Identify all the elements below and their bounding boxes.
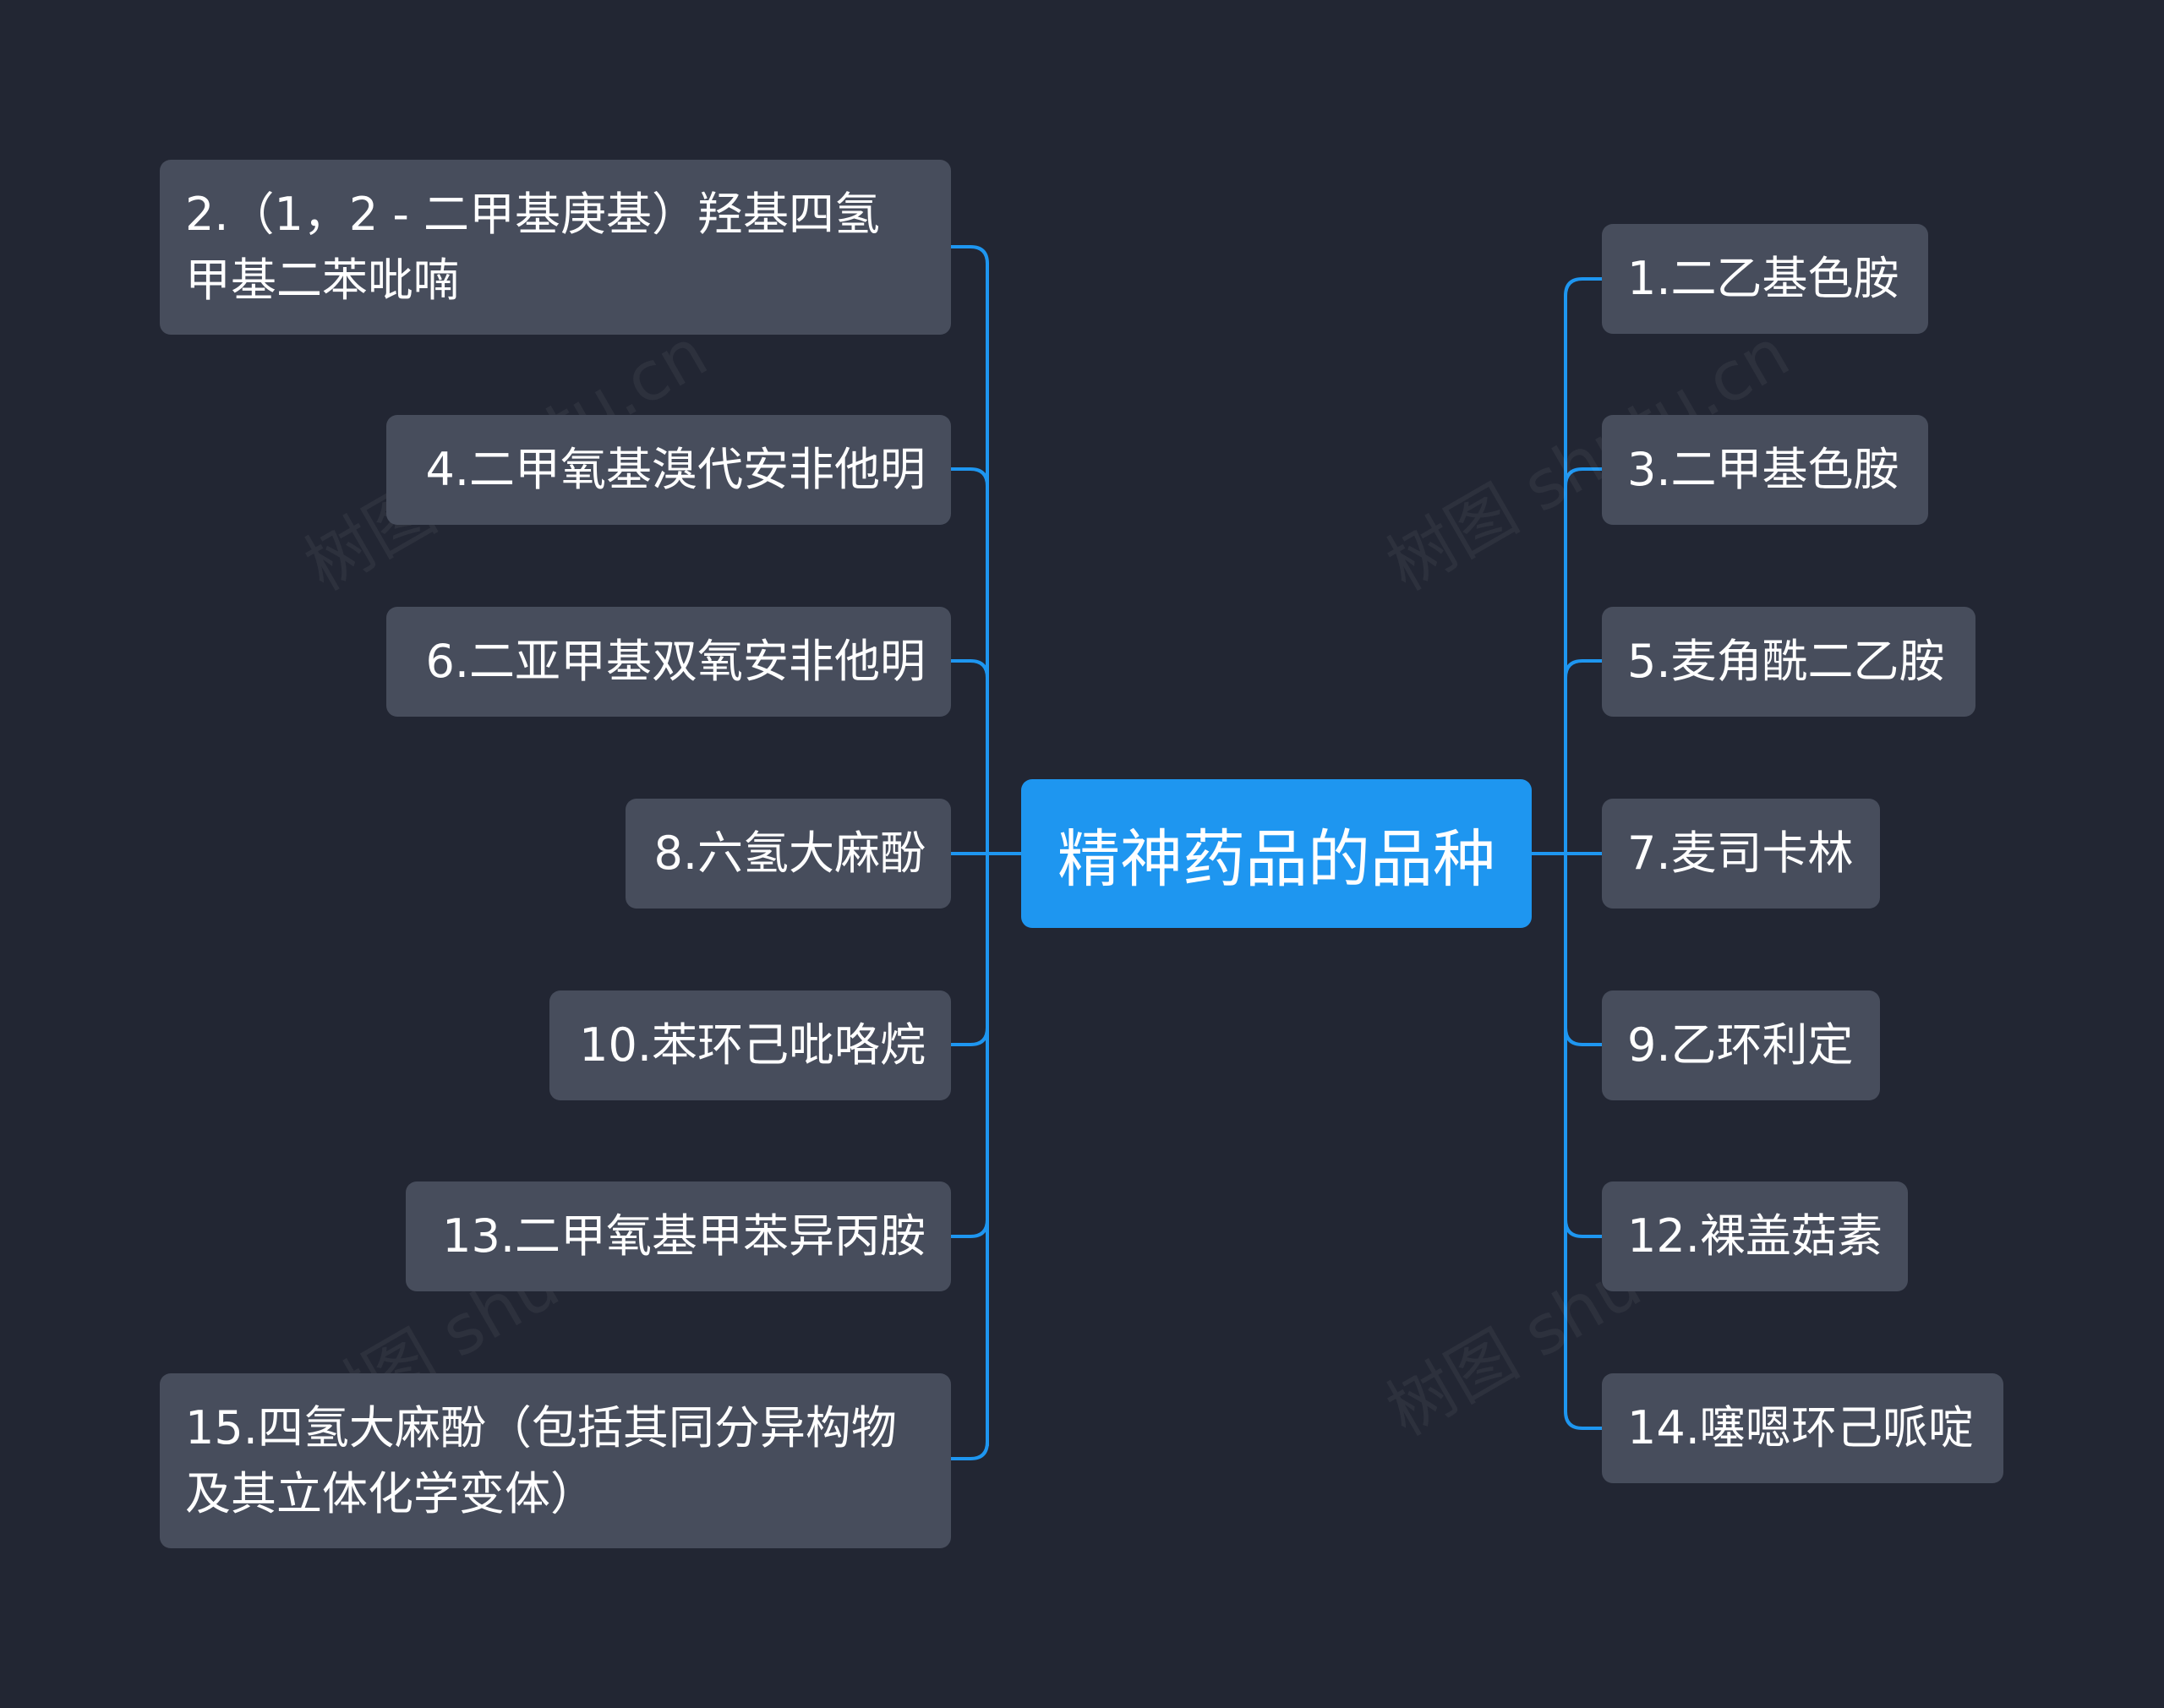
branch-node-right[interactable]: 1.二乙基色胺 <box>1602 224 1928 334</box>
connector-left-3 <box>949 659 989 679</box>
branch-node-left[interactable]: 15.四氢大麻酚（包括其同分异构物及其立体化学变体） <box>160 1373 951 1548</box>
branch-node-right[interactable]: 5.麦角酰二乙胺 <box>1602 607 1975 717</box>
branch-node-label: 7.麦司卡林 <box>1627 827 1854 880</box>
connector-right-1 <box>1564 277 1604 297</box>
branch-node-label: 3.二甲基色胺 <box>1627 443 1899 496</box>
branch-node-label: 4.二甲氧基溴代安非他明 <box>425 443 926 496</box>
branch-node-label: 1.二乙基色胺 <box>1627 252 1899 305</box>
connector-left-2 <box>949 467 989 488</box>
branch-node-right[interactable]: 14.噻嗯环己哌啶 <box>1602 1373 2003 1483</box>
connector-left-1 <box>949 245 989 265</box>
branch-node-label: 2.（1，2 - 二甲基庚基）羟基四氢甲基二苯吡喃 <box>185 187 881 307</box>
branch-node-right[interactable]: 12.裸盖菇素 <box>1602 1181 1908 1291</box>
connector-left-7 <box>949 1440 989 1460</box>
connector-right-2 <box>1564 467 1604 488</box>
branch-node-right[interactable]: 3.二甲基色胺 <box>1602 415 1928 525</box>
branch-node-left[interactable]: 8.六氢大麻酚 <box>626 799 951 909</box>
branch-node-label: 6.二亚甲基双氧安非他明 <box>425 635 926 688</box>
branch-node-left[interactable]: 2.（1，2 - 二甲基庚基）羟基四氢甲基二苯吡喃 <box>160 160 951 335</box>
branch-node-right[interactable]: 9.乙环利定 <box>1602 990 1880 1100</box>
root-topic-label: 精神药品的品种 <box>1057 822 1495 896</box>
connector-right-5 <box>1564 1026 1604 1046</box>
connector-left-5 <box>949 1026 989 1046</box>
branch-node-label: 13.二甲氧基甲苯异丙胺 <box>442 1209 926 1263</box>
branch-node-right[interactable]: 7.麦司卡林 <box>1602 799 1880 909</box>
branch-node-left[interactable]: 4.二甲氧基溴代安非他明 <box>386 415 951 525</box>
connector-right-3 <box>1564 659 1604 679</box>
connector-left-6 <box>949 1218 989 1238</box>
branch-node-label: 9.乙环利定 <box>1627 1018 1854 1072</box>
branch-node-label: 5.麦角酰二乙胺 <box>1627 635 1945 688</box>
branch-node-label: 15.四氢大麻酚（包括其同分异构物及其立体化学变体） <box>185 1400 897 1520</box>
branch-node-left[interactable]: 6.二亚甲基双氧安非他明 <box>386 607 951 717</box>
branch-node-label: 12.裸盖菇素 <box>1627 1209 1883 1263</box>
root-topic[interactable]: 精神药品的品种 <box>1021 779 1532 928</box>
connector-right-7 <box>1564 1410 1604 1430</box>
connector-right-6 <box>1564 1218 1604 1238</box>
branch-node-left[interactable]: 13.二甲氧基甲苯异丙胺 <box>406 1181 951 1291</box>
branch-node-label: 14.噻嗯环己哌啶 <box>1627 1401 1974 1454</box>
branch-node-label: 10.苯环己吡咯烷 <box>579 1018 926 1072</box>
branch-node-label: 8.六氢大麻酚 <box>653 827 926 880</box>
branch-node-left[interactable]: 10.苯环己吡咯烷 <box>549 990 951 1100</box>
